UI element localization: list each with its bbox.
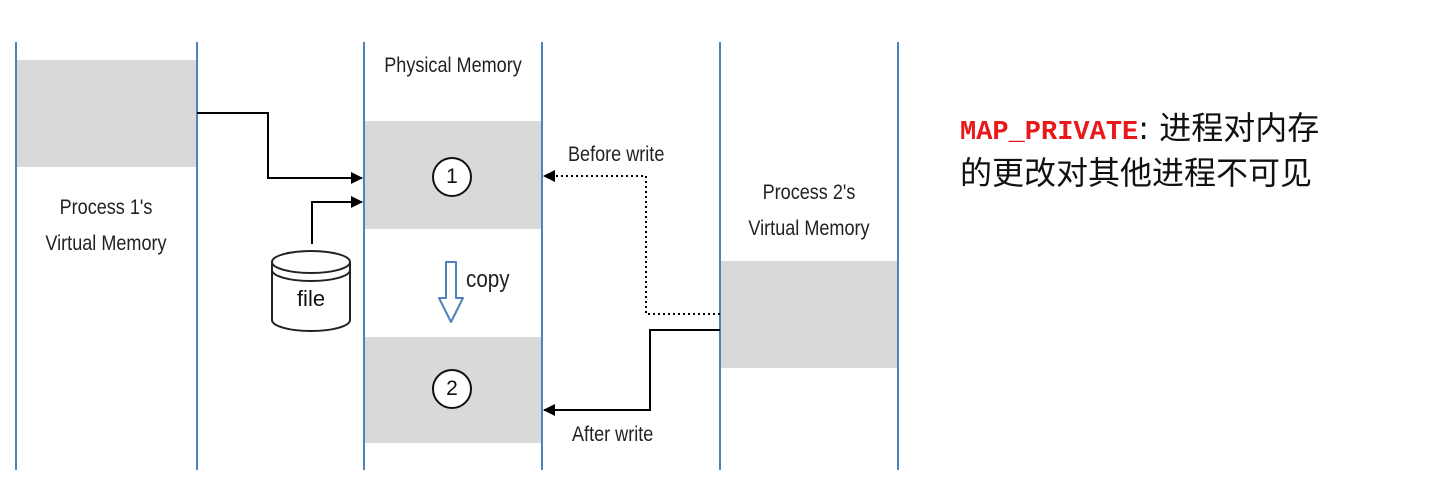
note-line2-text: 的更改对其他进程不可见	[960, 154, 1313, 192]
process2-label-line2: Virtual Memory	[748, 217, 870, 240]
process1-label-line2: Virtual Memory	[45, 232, 167, 255]
process2-mapped-region	[721, 261, 897, 368]
file-label: file	[296, 286, 326, 311]
map-private-keyword: MAP_PRIVATE	[960, 118, 1139, 148]
after-write-label: After write	[572, 423, 654, 446]
copy-arrow-icon	[438, 261, 464, 323]
file-to-page1-arrow	[311, 196, 363, 244]
note-colon: :	[1138, 109, 1150, 147]
process2-label-line1: Process 2's	[762, 181, 856, 204]
before-write-label: Before write	[568, 143, 665, 166]
map-private-note: MAP_PRIVATE: 进程对内存 的更改对其他进程不可见	[960, 108, 1420, 193]
before-write-dotted-arrow	[543, 170, 720, 315]
after-write-arrow	[543, 329, 720, 416]
file-icon	[271, 250, 351, 332]
process1-mapped-region	[17, 60, 196, 167]
process1-to-page1-arrow	[197, 112, 363, 184]
note-line1-text: 进程对内存	[1149, 109, 1320, 147]
process1-label-line1: Process 1's	[59, 196, 153, 219]
physical-memory-title: Physical Memory	[384, 54, 522, 77]
page1-number-badge: 1	[432, 157, 472, 197]
copy-label: copy	[466, 266, 510, 293]
page2-number-badge: 2	[432, 369, 472, 409]
